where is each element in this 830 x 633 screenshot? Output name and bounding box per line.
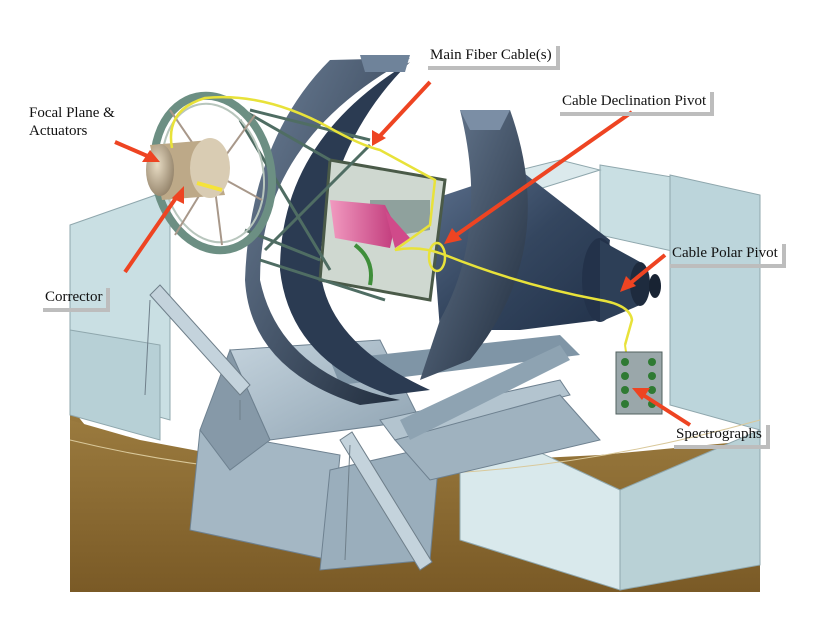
arrow-cable-dec — [444, 110, 634, 244]
mount-base — [189, 339, 601, 571]
stairs — [144, 284, 433, 571]
arrow-corrector — [123, 186, 184, 274]
label-cable-polar-pivot: Cable Polar Pivot — [670, 244, 786, 268]
label-focal-plane: Focal Plane & Actuators — [29, 105, 115, 139]
fork-arm-right — [420, 110, 528, 380]
arrow-main-fiber — [372, 80, 432, 146]
label-corrector: Corrector — [43, 288, 111, 312]
label-main-fiber-cable: Main Fiber Cable(s) — [428, 46, 560, 70]
label-cable-declination-pivot: Cable Declination Pivot — [560, 92, 715, 116]
pink-camera — [330, 200, 410, 248]
callout-arrows — [114, 80, 692, 427]
arrow-focal-plane — [114, 140, 160, 162]
arrow-spectrographs — [632, 388, 692, 427]
arrow-cable-polar — [620, 253, 667, 292]
label-spectrographs: Spectrographs — [674, 425, 770, 449]
fiber-cable — [169, 95, 634, 346]
focal-plane-assembly — [146, 138, 230, 200]
declination-ring — [245, 55, 430, 405]
